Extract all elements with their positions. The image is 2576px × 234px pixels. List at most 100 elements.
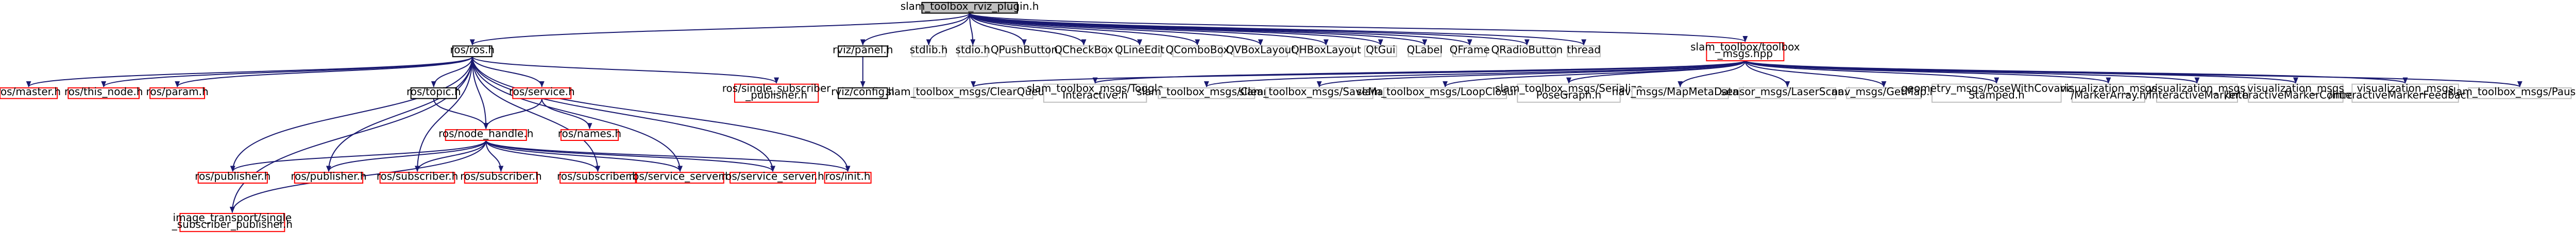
node-label: slam_toolbox_msgs/Pause.h [2448,85,2576,98]
node-label: stdlib.h [910,44,948,56]
node-label: sensor_msgs/LaserScan.h [1721,85,1854,98]
include-edge-toolbox-msgs-to-m-intmarkerfb [1744,60,2408,84]
node-label: ros/subscriber.h [377,170,459,183]
node-label: /InteractiveMarkerControl.h [2225,89,2366,101]
node-label: rviz/panel.h [833,44,893,56]
header-node-panel[interactable]: rviz/panel.h [833,44,893,58]
include-edge-node-handle-to-init [485,140,851,172]
node-box [1738,87,1836,99]
include-edge-node-handle-to-service-server1 [485,140,683,172]
node-label: QFrame [1450,44,1490,56]
node-box [2156,83,2238,103]
node-label: ros/init.h [825,170,871,183]
node-box [1043,83,1147,103]
include-edge-node-handle-to-service-server2 [485,140,775,172]
header-node-config[interactable]: rviz/config.h [831,85,894,99]
node-box [734,83,819,103]
header-node-service-server1[interactable]: ros/service_server.h [629,170,732,184]
include-edge-ros-h-to-service-server2 [471,57,775,172]
include-edge-toolbox-msgs-to-m-posecov [1744,60,1999,84]
header-node-m-loopclosure: slam_toolbox_msgs/LoopClosure.h [1357,85,1534,99]
node-label: ros/service_server.h [629,170,731,183]
header-node-qpushbutton: QPushButton [991,44,1058,58]
node-box [838,45,888,58]
header-node-init[interactable]: ros/init.h [824,170,872,184]
header-node-subscriber3[interactable]: ros/subscriber.h [557,170,639,184]
include-edge-ros-h-to-node-handle [471,57,489,130]
header-node-qlabel: QLabel [1406,44,1443,58]
node-label: ros/service.h [509,85,575,98]
header-node-qvboxlayout: QVBoxLayout [1226,44,1295,58]
node-label: /InteractiveMarkerFeedback.h [2329,89,2482,101]
header-node-m-intmarkerctl: visualization_msgs/InteractiveMarkerCont… [2225,82,2366,103]
node-box [0,87,58,99]
header-node-m-clearqueue: slam_toolbox_msgs/ClearQueue.h [886,85,1060,99]
header-node-image-transport[interactable]: image_transport/single_subscriber_publis… [172,211,293,232]
header-node-m-markerarray: visualization_msgs/MarkerArray.h [2060,82,2157,103]
node-label: QCheckBox [1054,44,1113,56]
header-node-topic[interactable]: ros/topic.h [406,85,461,99]
node-box [1383,87,1507,99]
include-edge-root-to-qlineedit [969,13,1142,46]
node-label: ros/master.h [0,85,61,98]
include-edge-ros-h-to-publisher1 [230,57,473,172]
node-label: image_transport/single [173,211,292,224]
header-node-m-clear: slam_toolbox_msgs/Clear.h [1137,85,1276,99]
include-edge-ros-h-to-service-server1 [471,57,683,172]
header-node-m-intmarkerfb: visualization_msgs/InteractiveMarkerFeed… [2329,82,2482,103]
header-node-root[interactable]: slam_toolbox_rviz_plugin.h [901,0,1039,14]
header-node-node-handle[interactable]: ros/node_handle.h [438,128,533,141]
node-label: QHBoxLayout [1291,44,1361,56]
node-box [197,172,268,184]
header-node-subscriber1[interactable]: ros/subscriber.h [377,170,459,184]
node-label: QVBoxLayout [1226,44,1295,56]
header-node-m-pause: slam_toolbox_msgs/Pause.h [2448,85,2576,99]
node-box [1631,87,1729,99]
header-node-publisher1[interactable]: ros/publisher.h [195,170,270,184]
header-node-subscriber2[interactable]: ros/subscriber.h [460,170,542,184]
include-edge-ros-h-to-subscriber1 [415,57,473,172]
header-node-m-posecov: geometry_msgs/PoseWithCovarianceStamped.… [1901,82,2092,103]
node-box [1265,87,1374,99]
node-label: /InteractiveMarker.h [2145,89,2249,101]
header-node-param[interactable]: ros/param.h [146,85,209,99]
node-label: rviz/config.h [831,85,894,98]
node-box [913,87,1033,99]
node-box [445,129,527,141]
header-node-ros-h[interactable]: ros/ros.h [450,44,495,58]
node-box [2248,83,2344,103]
include-edge-root-to-qframe [969,12,1472,46]
node-box [1117,45,1162,58]
node-label: nav_msgs/GetMap.h [1832,85,1936,98]
include-edge-ros-h-to-service [471,56,545,87]
header-node-single-sub-pub[interactable]: ros/single_subscriber_publisher.h [722,82,831,103]
node-label: visualization_msgs [2247,82,2344,95]
header-node-master[interactable]: ros/master.h [0,85,61,99]
include-edge-service-to-node-handle [483,98,543,130]
node-label: ros/topic.h [406,85,461,98]
header-node-toolbox-msgs[interactable]: slam_toolbox/toolbox_msgs.hpp [1690,41,1800,62]
include-edge-node-handle-to-subscriber1 [415,140,487,172]
node-label: slam_toolbox/toolbox [1690,41,1800,53]
header-node-m-savemap: slam_toolbox_msgs/SaveMap.h [1239,85,1400,99]
include-edge-ros-h-to-subscriber3 [471,57,601,172]
header-node-service[interactable]: ros/service.h [509,85,575,99]
header-node-qhboxlayout: QHBoxLayout [1291,44,1361,58]
header-node-publisher2[interactable]: ros/publisher.h [291,170,367,184]
header-node-stdio: stdio.h [956,44,990,58]
include-edge-root-to-qpushbutton [969,13,1027,46]
header-node-qcheckbox: QCheckBox [1054,44,1113,58]
node-box [410,87,457,99]
header-node-names[interactable]: ros/names.h [558,128,621,141]
include-edge-node-handle-to-publisher1 [230,140,487,172]
include-edge-ros-h-to-single-sub-pub [471,56,779,84]
include-edge-node-handle-to-subscriber3 [485,140,601,172]
node-box [1158,87,1256,99]
include-edge-root-to-toolbox-msgs [969,12,1748,43]
header-node-service-server2[interactable]: ros/service_server.h [721,170,824,184]
include-edge-root-to-stdio [969,13,976,46]
node-box [1452,45,1487,58]
header-node-this-node[interactable]: ros/this_node.h [64,85,143,99]
